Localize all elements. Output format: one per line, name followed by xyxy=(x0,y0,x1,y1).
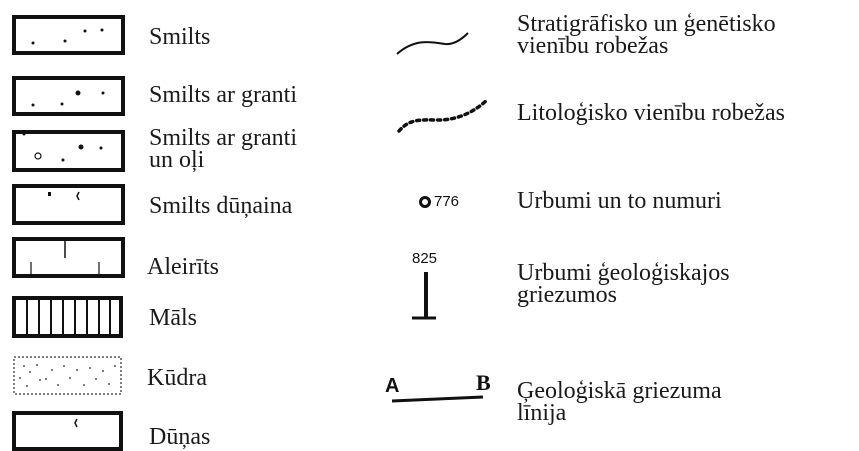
lithological-boundary-line xyxy=(397,98,489,133)
label-silt: Aleirīts xyxy=(147,254,219,280)
label-lithological-boundaries: Litoloģisko vienību robežas xyxy=(517,100,785,126)
stratigraphic-boundary-line xyxy=(396,32,469,55)
label-peat: Kūdra xyxy=(147,365,207,391)
dunes-pattern-box xyxy=(12,411,123,451)
borehole-marker xyxy=(419,196,431,208)
label-boreholes: Urbumi un to numuri xyxy=(517,188,722,214)
label-section-line: Ģeoloģiskā griezuma līnija xyxy=(517,378,722,426)
sand-gravel-pebbles-pattern-box xyxy=(12,130,125,172)
label-sand-gravel: Smilts ar granti xyxy=(149,82,297,108)
label-dunes: Dūņas xyxy=(149,424,211,450)
borehole-number-sample: 776 xyxy=(434,193,460,210)
section-borehole-number: 825 xyxy=(412,250,438,267)
section-borehole-symbol xyxy=(412,272,436,320)
dune-sand-pattern-box xyxy=(12,184,125,225)
label-sand: Smilts xyxy=(149,24,211,50)
section-line-end-label: B xyxy=(476,370,491,395)
peat-pattern-box xyxy=(13,356,122,395)
section-line-start-label: A xyxy=(385,375,400,397)
label-sand-gravel-pebbles: Smilts ar granti un oļi xyxy=(149,125,297,173)
sand-pattern-box xyxy=(12,15,125,55)
label-section-boreholes: Urbumi ģeoloģiskajos griezumos xyxy=(517,260,730,308)
label-stratigraphic-boundaries: Stratigrāfisko un ģenētisko vienību robe… xyxy=(517,11,776,59)
label-clay: Māls xyxy=(149,305,197,331)
label-dune-sand: Smilts dūņaina xyxy=(149,193,293,219)
silt-pattern-box xyxy=(12,237,125,278)
sand-gravel-pattern-box xyxy=(12,76,125,116)
clay-pattern-box xyxy=(12,296,123,338)
section-line-symbol xyxy=(391,395,484,403)
